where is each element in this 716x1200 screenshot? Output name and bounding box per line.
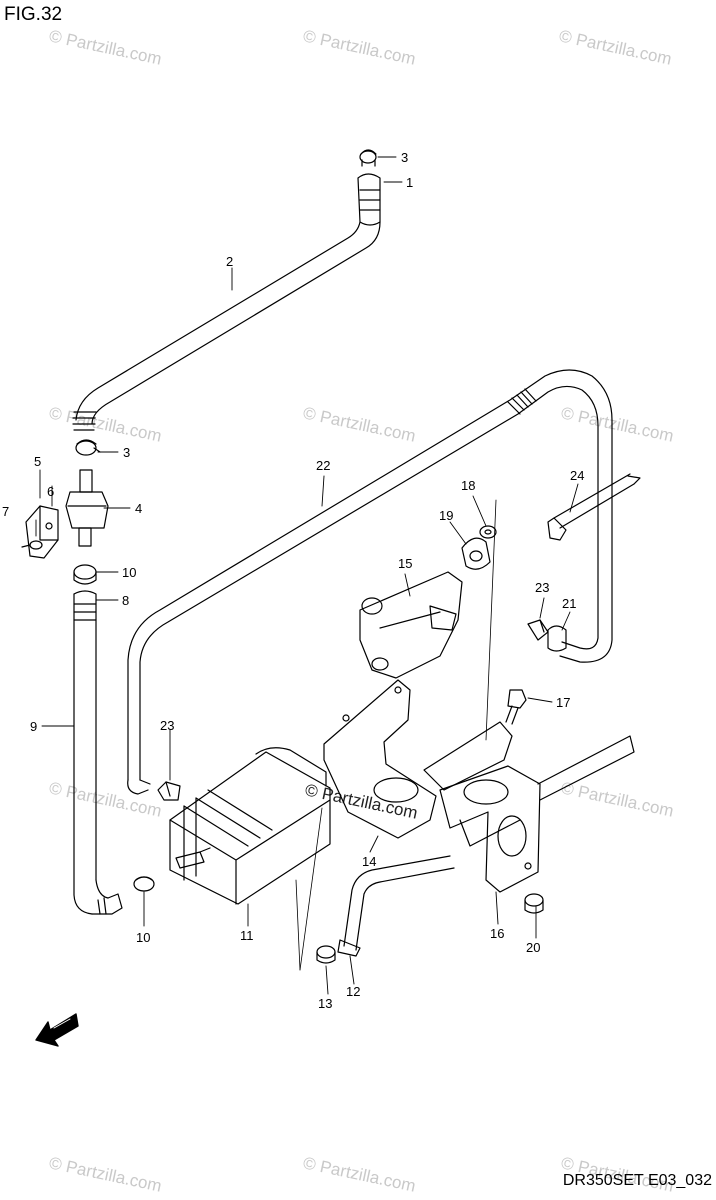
hose-12	[337, 855, 455, 957]
callout-3: 3	[123, 445, 130, 460]
callout-10: 10	[136, 930, 150, 945]
callout-6: 6	[47, 484, 54, 499]
callout-8: 8	[122, 593, 129, 608]
hose-clamp-3-top	[359, 149, 377, 167]
reference-lines	[295, 499, 497, 971]
vent-pipe-24	[547, 473, 641, 541]
callout-9: 9	[30, 719, 37, 734]
grommet-19	[461, 537, 491, 570]
filter-bracket-5	[25, 505, 59, 559]
callout-22: 22	[316, 458, 330, 473]
bolt-17	[505, 689, 527, 725]
callout-11: 11	[240, 928, 254, 943]
hose-clamp-3-lower	[75, 439, 101, 456]
vent-pipe-2	[72, 221, 381, 431]
leader-lines	[35, 156, 579, 995]
figure-title: FIG.32	[4, 4, 63, 25]
callout-4: 4	[135, 501, 142, 516]
callout-15: 15	[398, 556, 412, 571]
callout-17: 17	[556, 695, 570, 710]
callout-23: 23	[535, 580, 549, 595]
fwd-arrow-icon	[35, 1013, 79, 1047]
callout-20: 20	[526, 940, 540, 955]
callout-16: 16	[490, 926, 504, 941]
callout-12: 12	[346, 984, 360, 999]
callout-1: 1	[406, 175, 413, 190]
hose-end-1	[357, 173, 381, 226]
fuel-filter-4	[65, 469, 109, 547]
hose-clamp-23-right	[527, 619, 549, 641]
callout-2: 2	[226, 254, 233, 269]
breather-hose-9	[73, 590, 123, 915]
hose-clamp-13	[316, 945, 336, 964]
callout-23: 23	[160, 718, 174, 733]
grommet-18	[479, 525, 497, 539]
evap-canister-11	[169, 747, 331, 905]
hose-clamp-23-left	[157, 781, 181, 801]
vent-pipe-22	[127, 369, 613, 795]
canister-bracket-15	[359, 571, 463, 679]
hose-clamp-10-upper	[73, 564, 97, 585]
callout-14: 14	[362, 854, 376, 869]
callout-18: 18	[461, 478, 475, 493]
mounting-plate-14	[323, 679, 513, 839]
mounting-plate-16	[439, 735, 635, 893]
hose-21	[547, 625, 567, 652]
callout-5: 5	[34, 454, 41, 469]
callout-labels: 3 1 2 3 4 5 6 7 10 8 9 23 10 11 12 13 14…	[2, 150, 584, 1011]
callout-21: 21	[562, 596, 576, 611]
callout-19: 19	[439, 508, 453, 523]
drawing-code: DR350SET E03_032	[562, 1172, 712, 1189]
callout-13: 13	[318, 996, 332, 1011]
callout-24: 24	[570, 468, 584, 483]
callout-10: 10	[122, 565, 136, 580]
callout-7: 7	[2, 504, 9, 519]
bolt-20	[524, 893, 544, 914]
screw-7	[21, 540, 43, 550]
hose-clamp-10-lower	[133, 876, 155, 892]
callout-3: 3	[401, 150, 408, 165]
